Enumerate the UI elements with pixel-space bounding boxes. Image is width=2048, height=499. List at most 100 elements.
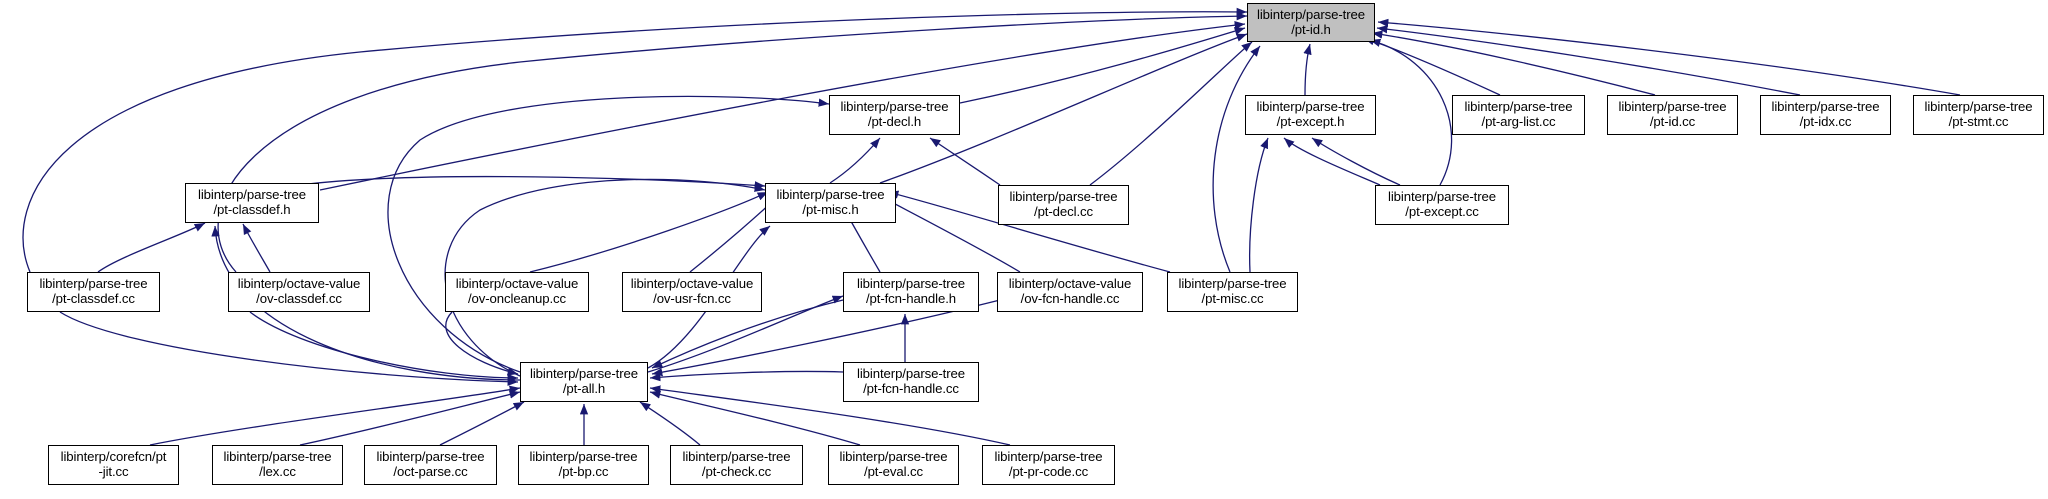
node-label-line2: /ov-usr-fcn.cc: [653, 291, 731, 306]
graph-edge: [444, 178, 766, 377]
node-label-line1: libinterp/parse-tree: [1618, 99, 1727, 115]
graph-edge: [1311, 137, 1401, 186]
node-label-line2: /pt-fcn-handle.cc: [863, 381, 959, 396]
graph-edge: [149, 385, 521, 446]
node-label-line2: /pt-except.h: [1276, 114, 1345, 129]
graph-node-pt-arg-list-cc[interactable]: libinterp/parse-tree/pt-arg-list.cc: [1452, 95, 1585, 135]
node-label-line1: libinterp/parse-tree: [857, 276, 965, 292]
node-label-line1: libinterp/parse-tree: [1771, 99, 1880, 115]
graph-node-pt-eval-cc[interactable]: libinterp/parse-tree/pt-eval.cc: [828, 445, 959, 485]
graph-edge: [242, 223, 271, 273]
graph-edge: [829, 137, 881, 184]
node-label-line2: /pt-decl.cc: [1034, 204, 1093, 219]
graph-edge: [217, 12, 1248, 273]
graph-node-pt-stmt-cc[interactable]: libinterp/parse-tree/pt-stmt.cc: [1913, 95, 2044, 135]
graph-node-pt-decl-cc[interactable]: libinterp/parse-tree/pt-decl.cc: [998, 185, 1129, 225]
graph-node-ov-fcn-handle-cc[interactable]: libinterp/octave-value/ov-fcn-handle.cc: [997, 272, 1143, 312]
graph-node-ov-classdef-cc[interactable]: libinterp/octave-value/ov-classdef.cc: [228, 272, 370, 312]
node-label-line1: libinterp/corefcn/pt: [60, 449, 167, 465]
node-label-line2: /pt-fcn-handle.h: [865, 291, 957, 306]
graph-edge: [97, 222, 206, 273]
graph-edge: [649, 390, 861, 446]
graph-node-lex-cc[interactable]: libinterp/parse-tree/lex.cc: [212, 445, 343, 485]
graph-node-ov-usr-fcn-cc[interactable]: libinterp/octave-value/ov-usr-fcn.cc: [622, 272, 762, 312]
graph-edge: [1303, 43, 1312, 96]
node-label-line1: libinterp/parse-tree: [1178, 276, 1287, 292]
graph-node-pt-pr-code-cc[interactable]: libinterp/parse-tree/pt-pr-code.cc: [982, 445, 1115, 485]
graph-node-pt-except-cc[interactable]: libinterp/parse-tree/pt-except.cc: [1375, 185, 1509, 225]
graph-edge: [299, 175, 766, 190]
node-label-line1: libinterp/octave-value: [1008, 276, 1132, 292]
graph-edge: [1212, 45, 1261, 273]
node-label-line1: libinterp/parse-tree: [530, 366, 638, 382]
node-label-line2: /ov-oncleanup.cc: [467, 291, 567, 306]
graph-node-ov-oncleanup-cc[interactable]: libinterp/octave-value/ov-oncleanup.cc: [445, 272, 589, 312]
graph-node-pt-bp-cc[interactable]: libinterp/parse-tree/pt-bp.cc: [518, 445, 649, 485]
node-label-line2: /pt-id.h: [1291, 21, 1331, 37]
graph-node-pt-id-cc[interactable]: libinterp/parse-tree/pt-id.cc: [1607, 95, 1738, 135]
graph-edge: [1369, 38, 1453, 186]
graph-node-pt-except-h[interactable]: libinterp/parse-tree/pt-except.h: [1245, 95, 1376, 135]
graph-edge: [439, 401, 525, 446]
graph-node-pt-classdef-h[interactable]: libinterp/parse-tree/pt-classdef.h: [185, 183, 319, 223]
node-label-line2: /pt-arg-list.cc: [1481, 114, 1556, 129]
graph-edge: [649, 370, 844, 382]
graph-edge: [1283, 137, 1381, 186]
graph-edge: [1376, 25, 1801, 96]
graph-edge: [649, 385, 1011, 446]
graph-edge: [387, 95, 830, 373]
graph-node-pt-idx-cc[interactable]: libinterp/parse-tree/pt-idx.cc: [1760, 95, 1891, 135]
graph-edge: [319, 21, 1246, 191]
node-label-line2: -jit.cc: [98, 464, 129, 479]
node-label-line2: /pt-pr-code.cc: [1008, 464, 1089, 479]
node-label-line2: /pt-stmt.cc: [1948, 114, 2009, 129]
graph-edge: [59, 311, 519, 386]
node-label-line2: /pt-decl.h: [867, 114, 922, 129]
node-label-line1: libinterp/parse-tree: [39, 276, 148, 292]
graph-node-pt-jit-cc[interactable]: libinterp/corefcn/pt-jit.cc: [48, 445, 179, 485]
graph-node-pt-fcn-handle-h[interactable]: libinterp/parse-tree/pt-fcn-handle.h: [843, 272, 979, 312]
graph-edge: [639, 401, 701, 446]
node-label-line2: /pt-except.cc: [1405, 204, 1479, 219]
graph-edge: [299, 390, 521, 446]
node-label-line1: libinterp/parse-tree: [376, 449, 485, 465]
node-label-line1: libinterp/parse-tree: [1388, 189, 1496, 205]
graph-edge: [22, 7, 1248, 273]
graph-node-pt-misc-cc[interactable]: libinterp/parse-tree/pt-misc.cc: [1167, 272, 1298, 312]
graph-edge: [929, 137, 1001, 186]
graph-node-pt-all-h[interactable]: libinterp/parse-tree/pt-all.h: [520, 362, 648, 402]
node-label-line2: /pt-classdef.cc: [52, 291, 135, 306]
node-label-line2: /pt-misc.h: [802, 202, 859, 217]
graph-edge: [445, 311, 519, 376]
node-label-line1: libinterp/parse-tree: [1009, 189, 1118, 205]
graph-node-oct-parse-cc[interactable]: libinterp/parse-tree/oct-parse.cc: [364, 445, 497, 485]
node-label-line1: libinterp/parse-tree: [776, 187, 885, 203]
node-label-line1: libinterp/parse-tree: [223, 449, 332, 465]
node-label-line1: libinterp/parse-tree: [682, 449, 791, 465]
graph-edge: [529, 191, 769, 273]
graph-node-pt-check-cc[interactable]: libinterp/parse-tree/pt-check.cc: [670, 445, 803, 485]
node-label-line2: /pt-all.h: [562, 381, 606, 396]
node-label-line1: libinterp/parse-tree: [1464, 99, 1573, 115]
node-label-line2: /pt-id.cc: [1649, 114, 1696, 129]
graph-node-pt-id-h[interactable]: libinterp/parse-tree/pt-id.h: [1247, 3, 1375, 42]
node-label-line1: libinterp/parse-tree: [994, 449, 1103, 465]
node-label-line1: libinterp/parse-tree: [857, 366, 965, 382]
node-label-line2: /ov-classdef.cc: [256, 291, 342, 306]
node-label-line1: libinterp/parse-tree: [839, 449, 948, 465]
graph-edge: [1363, 37, 1501, 96]
node-label-line1: libinterp/parse-tree: [198, 187, 306, 203]
node-label-line2: /ov-fcn-handle.cc: [1020, 291, 1120, 306]
node-label-line1: libinterp/parse-tree: [1924, 99, 2033, 115]
graph-edge: [647, 295, 844, 373]
node-label-line1: libinterp/parse-tree: [840, 99, 949, 115]
node-label-line2: /pt-classdef.h: [213, 202, 291, 217]
graph-node-pt-fcn-handle-cc[interactable]: libinterp/parse-tree/pt-fcn-handle.cc: [843, 362, 979, 402]
graph-edge: [1377, 18, 1961, 96]
node-label-line1: libinterp/parse-tree: [529, 449, 638, 465]
graph-node-pt-decl-h[interactable]: libinterp/parse-tree/pt-decl.h: [829, 95, 960, 135]
graph-node-pt-misc-h[interactable]: libinterp/parse-tree/pt-misc.h: [765, 183, 896, 223]
graph-node-pt-classdef-cc[interactable]: libinterp/parse-tree/pt-classdef.cc: [27, 272, 160, 312]
node-label-line2: /pt-idx.cc: [1799, 114, 1852, 129]
graph-edge: [1249, 137, 1269, 273]
